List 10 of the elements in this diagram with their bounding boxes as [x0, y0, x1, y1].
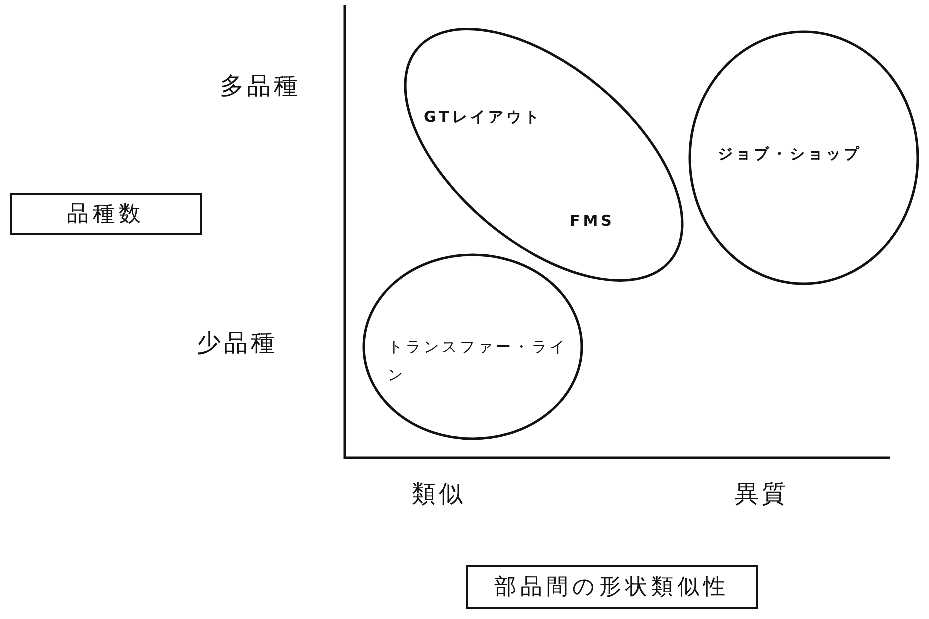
region-label: FMS	[570, 212, 615, 230]
axis-tick-label: 異質	[735, 479, 789, 510]
region-label: トランスファー・ライン	[388, 337, 569, 386]
axis-title-box: 品種数	[10, 193, 202, 235]
axis-tick-label: 類似	[412, 479, 466, 510]
axis-tick-label: 少品種	[197, 328, 278, 359]
axis-tick-label: 多品種	[220, 71, 301, 102]
axis-title-box: 部品間の形状類似性	[466, 565, 758, 609]
region-label: GTレイアウト	[424, 108, 542, 127]
region-label: ジョブ・ショップ	[718, 145, 862, 164]
